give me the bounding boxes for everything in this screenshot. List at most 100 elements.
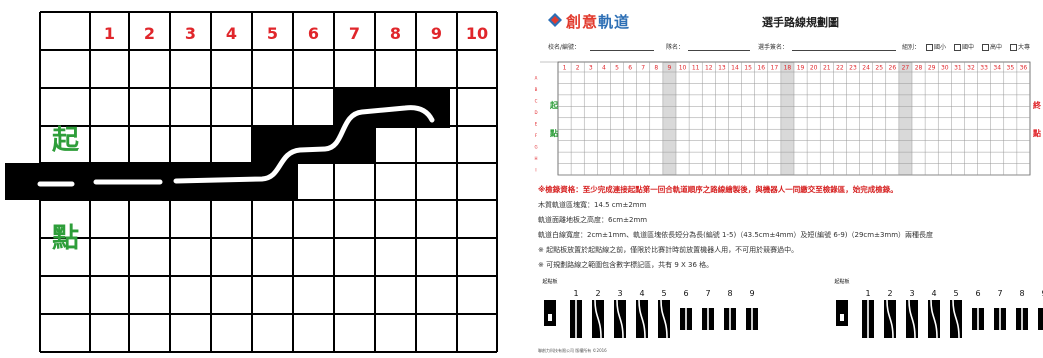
grid-row-letter: D — [534, 110, 537, 115]
grid-column-number: 27 — [902, 65, 910, 72]
grid-column-number: 1 — [563, 65, 567, 72]
check-in-note: ※檢錄資格：至少完成連接起點第一回合軌道順序之路線繪製後，與機器人一同繳交至檢錄… — [538, 185, 898, 194]
grid-row-letter: F — [535, 133, 538, 138]
grid-column-number: 16 — [757, 65, 765, 72]
group-senior-high[interactable]: 高中 — [982, 42, 1002, 51]
column-number: 10 — [466, 24, 488, 43]
column-number: 6 — [308, 24, 319, 43]
piece-number: 6 — [683, 289, 688, 298]
group-junior-high[interactable]: 國中 — [954, 42, 974, 51]
column-number: 7 — [349, 24, 360, 43]
track-block-row-mid — [252, 126, 374, 164]
track-piece — [1038, 308, 1043, 330]
piece-number: 8 — [1019, 289, 1024, 298]
grid-row-letter: H — [534, 156, 537, 161]
copyright-footer: 聯創力科技有限公司 版權所有 ©2016 — [538, 348, 607, 353]
grid-row-letter: B — [535, 87, 538, 92]
shaded-column — [780, 62, 794, 175]
school-label: 校名/編號： — [548, 44, 581, 51]
column-number: 5 — [267, 24, 278, 43]
school-field[interactable] — [590, 50, 654, 51]
start-board-piece — [836, 300, 848, 326]
team-label: 隊名： — [666, 44, 685, 51]
grid-column-number: 34 — [993, 65, 1001, 72]
column-number: 9 — [431, 24, 442, 43]
start-label-bottom: 點 — [52, 223, 79, 254]
piece-white-line — [930, 299, 938, 339]
group-college[interactable]: 大專 — [1010, 42, 1030, 51]
grid-column-number: 19 — [797, 65, 805, 72]
piece-number: 1 — [865, 289, 870, 298]
piece-white-line — [660, 299, 668, 339]
piece-number: 3 — [909, 289, 914, 298]
column-number: 8 — [390, 24, 401, 43]
grid-column-number: 14 — [731, 65, 739, 72]
grid-column-number: 26 — [889, 65, 897, 72]
start-board-mark — [548, 314, 552, 321]
grid-column-number: 24 — [862, 65, 870, 72]
start-board-label: 起點板 — [542, 278, 557, 285]
logo-text: 創意軌道 — [566, 13, 631, 31]
note-grid-range: ※ 可規劃路線之範圍包含數字標記區，共有 9 X 36 格。 — [538, 261, 714, 269]
grid-column-number: 18 — [784, 65, 792, 72]
grid-column-number: 3 — [589, 65, 593, 72]
player-field[interactable] — [792, 50, 896, 51]
grid-column-number: 29 — [928, 65, 936, 72]
column-number: 4 — [226, 24, 237, 43]
piece-white-line — [952, 299, 960, 339]
grid-column-number: 30 — [941, 65, 949, 72]
grid-column-number: 31 — [954, 65, 962, 72]
grid-end-label-top: 終 — [1033, 101, 1041, 110]
piece-number: 4 — [639, 289, 644, 298]
piece-number: 3 — [617, 289, 622, 298]
track-pieces: 起點板123456789起點板123456789 — [542, 278, 1043, 339]
grid-end-label-bottom: 點 — [1033, 129, 1041, 138]
piece-white-line — [886, 299, 894, 339]
piece-number: 9 — [1041, 289, 1043, 298]
grid-column-number: 10 — [679, 65, 687, 72]
form-title: 選手路線規劃圖 — [762, 16, 839, 29]
route-planning-form: 創意軌道 選手路線規劃圖 校名/編號： 隊名： 選手簽名： 組別： 國小 國中 … — [522, 0, 1043, 354]
grid-column-number: 4 — [602, 65, 606, 72]
shaded-column — [898, 62, 912, 175]
group-label: 組別： — [902, 44, 921, 51]
grid-column-number: 22 — [836, 65, 844, 72]
note-start-board: ※ 起點板放置於起點線之前，僅限於比賽計時前放置機器人用，不可用於競賽過中。 — [538, 246, 799, 254]
grid-column-number: 13 — [718, 65, 726, 72]
group-elementary[interactable]: 國小 — [926, 42, 946, 51]
grid-column-number: 32 — [967, 65, 975, 72]
piece-number: 1 — [573, 289, 578, 298]
note-line-width: 軌道白線寬度：2cm±1mm、軌道區塊依長短分為長(編號 1-5)（43.5cm… — [538, 231, 934, 239]
grid-column-number: 28 — [915, 65, 923, 72]
grid-start-label-top: 起 — [550, 101, 558, 110]
piece-number: 7 — [705, 289, 710, 298]
start-label-top: 起 — [52, 125, 79, 156]
note-track-width: 木質軌道區塊寬：14.5 cm±2mm — [538, 201, 647, 209]
column-number: 2 — [144, 24, 155, 43]
grid-row-letter: G — [534, 144, 537, 149]
column-number: 1 — [104, 24, 115, 43]
note-track-height: 軌道面離地板之高度：6cm±2mm — [538, 216, 648, 224]
grid-column-number: 12 — [705, 65, 713, 72]
team-field[interactable] — [688, 50, 750, 51]
logo-icon — [547, 12, 563, 28]
grid-row-letter: C — [535, 99, 538, 104]
grid-column-number: 2 — [576, 65, 580, 72]
piece-number: 2 — [595, 289, 600, 298]
piece-white-line — [908, 299, 916, 339]
grid-column-number: 36 — [1020, 65, 1028, 72]
shaded-column — [662, 62, 676, 175]
grid-column-number: 9 — [668, 65, 672, 72]
start-board-mark — [840, 314, 844, 321]
grid-row-letter: E — [535, 122, 538, 127]
piece-number: 9 — [749, 289, 754, 298]
piece-number: 5 — [661, 289, 666, 298]
piece-white-line — [638, 299, 646, 339]
grid-row-letter: I — [535, 167, 536, 172]
piece-number: 8 — [727, 289, 732, 298]
grid-column-number: 23 — [849, 65, 857, 72]
grid-column-number: 35 — [1007, 65, 1015, 72]
